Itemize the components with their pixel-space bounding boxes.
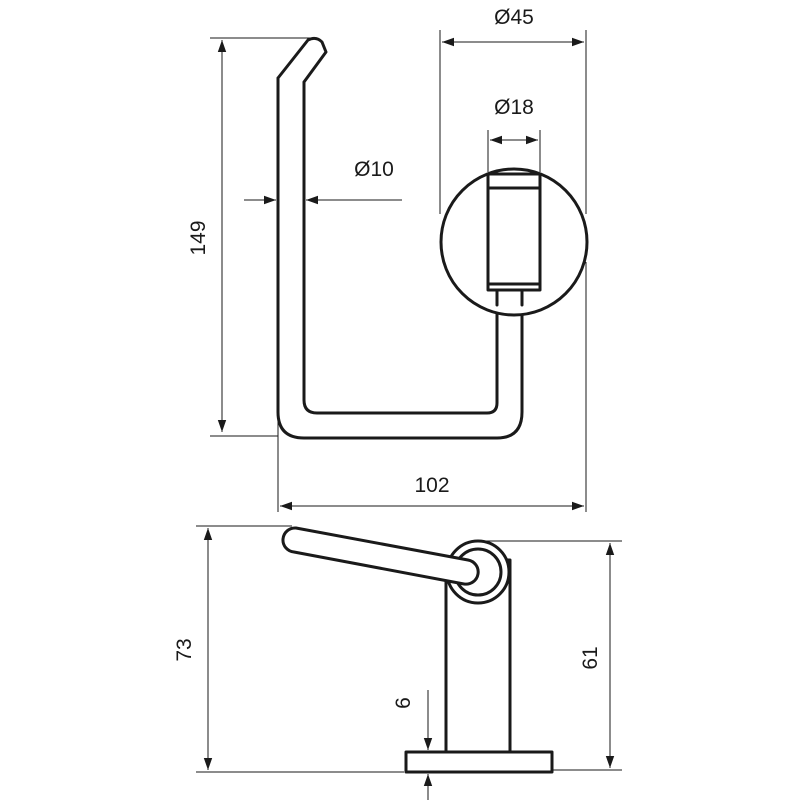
label-rod-diameter: Ø10: [354, 158, 394, 181]
hook-rod-outline: [276, 36, 524, 440]
label-73: 73: [173, 638, 196, 661]
label-6: 6: [392, 697, 415, 709]
label-102: 102: [414, 474, 449, 497]
side-view: [281, 526, 554, 774]
label-149: 149: [187, 220, 210, 255]
dimension-height-side-total: 73: [173, 525, 404, 773]
dimension-width-front: 102: [277, 262, 587, 512]
front-view: [276, 36, 589, 440]
dimension-base-thickness: 6: [392, 690, 433, 800]
label-head-diameter: Ø45: [494, 6, 534, 29]
label-61: 61: [579, 646, 602, 669]
dimension-height-side-post: 61: [480, 540, 622, 771]
dimension-rod-diameter: Ø10: [244, 158, 402, 205]
dimension-height-front: 149: [187, 37, 318, 437]
dimension-post-diameter: Ø18: [487, 96, 541, 172]
dimension-head-diameter: Ø45: [439, 6, 587, 214]
mounting-post: [486, 172, 542, 292]
side-rod: [281, 526, 480, 586]
side-base-plate: [404, 750, 554, 774]
label-post-diameter: Ø18: [494, 96, 534, 119]
